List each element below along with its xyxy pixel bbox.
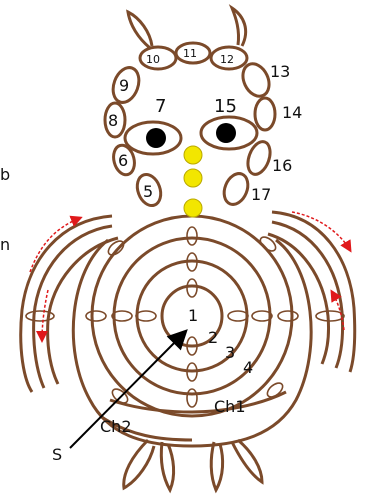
label-9: 9	[119, 76, 129, 95]
label-6: 6	[118, 151, 128, 170]
bead	[184, 199, 202, 217]
bead	[184, 146, 202, 164]
label-7: 7	[155, 96, 166, 117]
label-13: 13	[270, 62, 290, 81]
label-17: 17	[251, 185, 271, 204]
label-2: 2	[208, 328, 218, 347]
label-16: 16	[272, 156, 292, 175]
label-10: 10	[146, 53, 160, 66]
picot	[86, 311, 106, 321]
right-foot-inner	[211, 442, 222, 490]
left-foot-outer	[124, 440, 154, 488]
right-ear-tuft	[232, 8, 246, 46]
left-foot-inner	[161, 442, 173, 490]
picot	[187, 227, 197, 245]
left-ear-tuft	[128, 12, 152, 48]
picot	[187, 279, 197, 297]
label-ch2: Ch2	[100, 417, 132, 436]
label-11: 11	[183, 47, 197, 60]
picot	[228, 311, 248, 321]
ring-14	[255, 98, 275, 130]
label-1: 1	[188, 306, 198, 325]
label-14: 14	[282, 103, 302, 122]
right-foot-outer	[232, 440, 262, 482]
label-4: 4	[243, 358, 253, 377]
left-eye-pupil	[146, 128, 166, 148]
picot	[278, 311, 298, 321]
bead-column	[184, 146, 202, 217]
label-15: 15	[214, 96, 237, 117]
label-start: S	[52, 445, 62, 464]
label-ch1: Ch1	[214, 397, 246, 416]
label-5: 5	[143, 182, 153, 201]
ring-17	[220, 170, 252, 208]
edge-fragment-top: b	[0, 165, 10, 184]
label-8: 8	[108, 111, 118, 130]
edge-fragment-mid: n	[0, 235, 10, 254]
picot	[187, 389, 197, 407]
right-eye-pupil	[216, 123, 236, 143]
label-12: 12	[220, 53, 234, 66]
label-3: 3	[225, 343, 235, 362]
thread-lines	[21, 8, 355, 490]
picot	[136, 311, 156, 321]
bead	[184, 169, 202, 187]
